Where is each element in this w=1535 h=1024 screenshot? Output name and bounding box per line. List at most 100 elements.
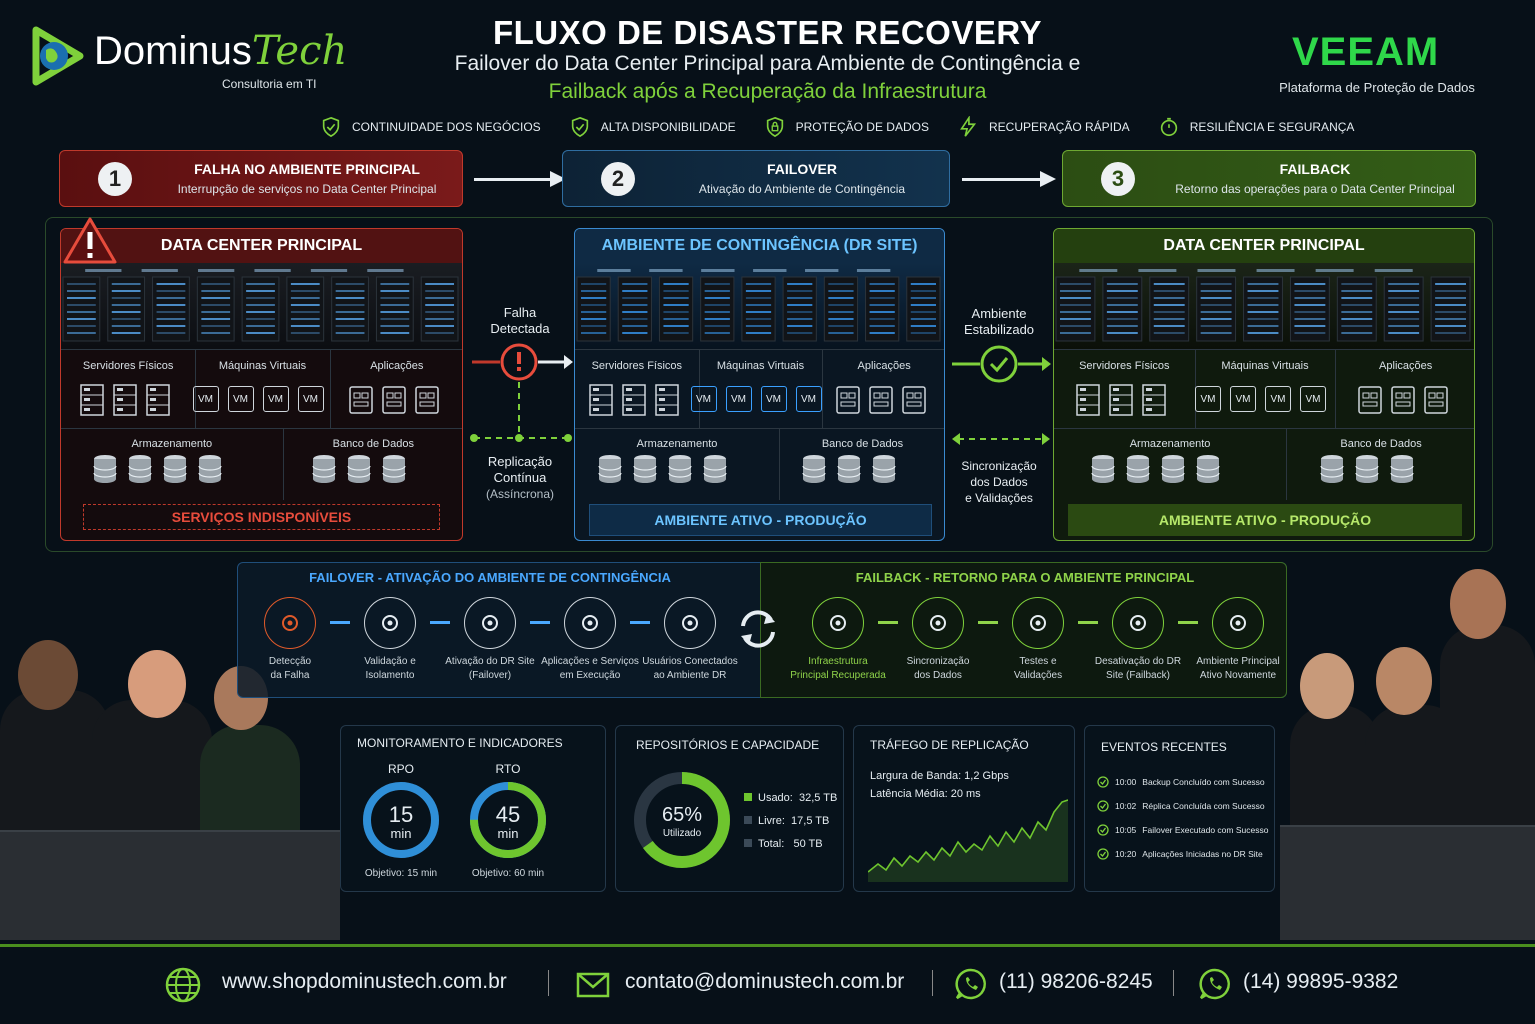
vm-icon: VM xyxy=(1195,386,1221,412)
database-icon xyxy=(1091,455,1115,483)
application-icon xyxy=(349,386,373,414)
database-row xyxy=(1319,454,1415,484)
gauge-fill xyxy=(470,782,546,858)
server-icon xyxy=(1109,384,1134,416)
step-desc: Ativação do Ambiente de Contingência xyxy=(698,182,906,196)
divider xyxy=(195,350,197,428)
vm-icon: VM xyxy=(725,386,752,412)
gauge-fill xyxy=(363,782,439,858)
website-link[interactable]: www.shopdominustech.com.br xyxy=(222,970,507,993)
shield-check-icon xyxy=(322,116,340,138)
apps-label: Aplicações xyxy=(857,360,911,372)
apps-label: Aplicações xyxy=(370,360,424,372)
phone-1-link[interactable]: (11) 98206-8245 xyxy=(999,970,1153,993)
database-row xyxy=(801,454,897,484)
failover-step-icon xyxy=(364,597,416,649)
failback-step-icon xyxy=(1112,597,1164,649)
vm-icon: VM xyxy=(297,386,324,412)
panel-primary-dc-restored: DATA CENTER PRINCIPAL Servidores Físicos… xyxy=(1053,228,1475,541)
server-racks-icon xyxy=(1055,269,1471,342)
database-icon xyxy=(1390,455,1414,483)
storage-row xyxy=(92,454,223,484)
failover-step-1: Detecção da Falha xyxy=(240,597,340,683)
monitoring-card: MONITORAMENTO E INDICADORES RPO 15 min O… xyxy=(340,725,606,892)
step-label: Aplicações e Serviços xyxy=(541,656,639,667)
step-label: Detecção xyxy=(268,656,312,667)
step-label: Infraestrutura xyxy=(808,656,868,667)
failover-step-icon xyxy=(564,597,616,649)
storage-row xyxy=(1090,454,1221,484)
server-icon xyxy=(589,384,613,416)
server-icon xyxy=(1142,384,1167,416)
event-text: Failover Executado com Sucesso xyxy=(1142,825,1269,835)
brand-tagline: Consultoria em TI xyxy=(222,77,317,91)
vm-icon: VM xyxy=(192,386,219,412)
sync-cycle-icon xyxy=(741,610,775,648)
repository-card: REPOSITÓRIOS E CAPACIDADE 65% Utilizado … xyxy=(615,725,844,892)
step-label: Ativo Novamente xyxy=(1199,670,1277,681)
application-icon xyxy=(902,386,926,414)
apps-row xyxy=(1357,386,1448,414)
arrow-right-icon xyxy=(978,621,998,624)
step-label: Validações xyxy=(1013,670,1063,681)
database-icon xyxy=(1196,455,1220,483)
database-row xyxy=(311,454,407,484)
email-link[interactable]: contato@dominustech.com.br xyxy=(625,970,905,993)
whatsapp-icon xyxy=(1199,968,1230,1000)
rpo-gauge xyxy=(363,782,439,858)
panel-primary-dc-failed: DATA CENTER PRINCIPAL Servidores Físicos… xyxy=(60,228,463,541)
database-icon xyxy=(128,455,152,483)
step-desc: Interrupção de serviços no Data Center P… xyxy=(177,182,437,196)
event-time: 10:05 xyxy=(1115,825,1137,835)
panel-title: AMBIENTE DE CONTINGÊNCIA (DR SITE) xyxy=(575,229,944,263)
step-label: ao Ambiente DR xyxy=(653,670,727,681)
veeam-tagline: Plataforma de Proteção de Dados xyxy=(1279,80,1475,95)
step-label: Isolamento xyxy=(365,670,415,681)
step-label: Site (Failback) xyxy=(1106,670,1170,681)
vm-icon: VM xyxy=(262,386,289,412)
divider xyxy=(548,970,549,996)
event-time: 10:02 xyxy=(1115,801,1137,811)
vm-icon: VM xyxy=(795,386,822,412)
application-icon xyxy=(836,386,860,414)
arrow-head-icon xyxy=(550,171,566,187)
servers-row xyxy=(1076,384,1167,416)
status-badge: SERVIÇOS INDISPONÍVEIS xyxy=(83,504,440,530)
badge-continuity: CONTINUIDADE DOS NEGÓCIOS xyxy=(320,116,541,138)
event-item: 10:05 Failover Executado com Sucesso xyxy=(1097,818,1268,842)
database-label: Banco de Dados xyxy=(332,438,414,450)
dominus-logo-icon xyxy=(32,26,84,86)
rpo-unit: min xyxy=(390,826,412,841)
database-icon xyxy=(163,455,187,483)
arrow-right-icon xyxy=(878,621,898,624)
application-icon xyxy=(1390,386,1415,414)
rpo-value: 15 xyxy=(388,802,414,827)
step-label: da Falha xyxy=(270,670,310,681)
panel-dr-site: AMBIENTE DE CONTINGÊNCIA (DR SITE) Servi… xyxy=(574,228,945,541)
database-icon xyxy=(1355,455,1379,483)
database-icon xyxy=(382,455,406,483)
failover-step-icon xyxy=(664,597,716,649)
vm-icon: VM xyxy=(1300,386,1326,412)
check-circle-icon xyxy=(1097,776,1109,788)
failback-step-icon xyxy=(1212,597,1264,649)
phone-2-link[interactable]: (14) 99895-9382 xyxy=(1243,970,1399,993)
rto-label: RTO xyxy=(495,762,521,776)
panel-title: DATA CENTER PRINCIPAL xyxy=(61,229,462,263)
vms-label: Máquinas Virtuais xyxy=(1221,360,1309,372)
database-icon xyxy=(598,455,622,483)
step-number: 2 xyxy=(601,161,635,196)
apps-label: Aplicações xyxy=(1379,360,1433,372)
